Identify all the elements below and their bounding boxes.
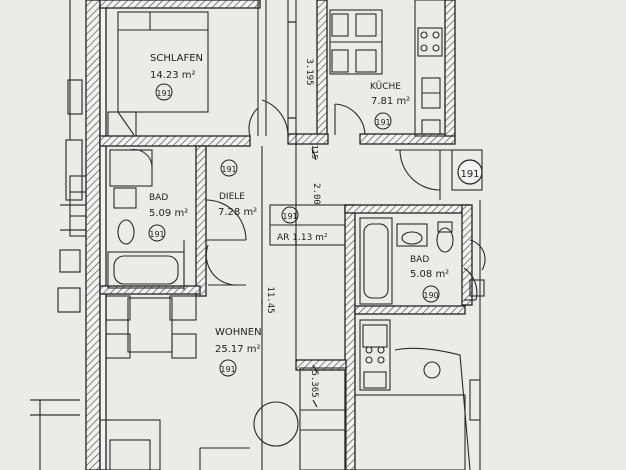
dimension-3195: 3.195: [304, 58, 314, 85]
wall-inner-left: [99, 0, 107, 470]
room-ar-name: AR 1.13 m²: [277, 233, 328, 243]
room-bad2-tag-circle: [422, 285, 440, 303]
stair-tag-circle: [457, 159, 483, 185]
room-ar-tag: 191: [282, 212, 297, 221]
wall-top-a: [99, 0, 261, 9]
plan-lines: [69, 0, 486, 470]
room-bad2-name: BAD: [410, 255, 429, 265]
wall-kitchen-bottom-b: [359, 133, 456, 145]
wall-bedroom-bottom: [99, 135, 251, 147]
room-schlafen-tag: 191: [156, 89, 171, 98]
room-schlafen-area: 14.23 m²: [150, 70, 196, 81]
stair-tag: 191: [460, 169, 479, 180]
dimension-ticks: [261, 21, 318, 408]
walls: [85, 0, 473, 470]
room-bad1-tag: 191: [149, 230, 164, 239]
room-diele-tag-circle: [220, 159, 238, 177]
room-bad1-tag-circle: [148, 224, 166, 242]
room-kuche-area: 7.81 m²: [371, 96, 410, 107]
wall-right-mid: [461, 204, 473, 306]
room-kuche-name: KÜCHE: [370, 81, 401, 92]
wall-bath1-right: [195, 145, 207, 297]
wall-bath1-bottom: [99, 285, 201, 295]
wall-bath2-bottom: [354, 305, 466, 315]
room-schlafen-tag-circle: [155, 83, 173, 101]
wall-outer-left: [85, 0, 101, 470]
room-ar-tag-circle: [281, 206, 299, 224]
dimension-5365: 5.365: [309, 370, 319, 397]
room-wohnen-tag-circle: [219, 359, 237, 377]
left-exterior: [30, 0, 90, 470]
dimension-1145: 11.45: [265, 286, 275, 313]
wall-kitchen-bottom-a: [287, 133, 329, 145]
room-bad1-name: BAD: [149, 193, 168, 203]
room-wohnen-name: WOHNEN: [215, 327, 262, 338]
room-wohnen-tag: 191: [220, 365, 235, 374]
room-kuche-tag-circle: [374, 112, 392, 130]
wall-right-top: [444, 0, 456, 137]
dimension-115: 115: [310, 145, 319, 160]
wall-kitchen-left: [316, 0, 328, 137]
room-diele-tag: 191: [221, 165, 236, 174]
room-kuche-tag: 191: [375, 118, 390, 127]
room-wohnen-area: 25.17 m²: [215, 344, 261, 355]
room-bad2-tag: 190: [423, 291, 438, 300]
room-schlafen-name: SCHLAFEN: [150, 53, 203, 64]
room-bad2-area: 5.08 m²: [410, 269, 449, 280]
dimension-200: 2.00: [311, 183, 321, 205]
wall-living-right-top: [295, 359, 347, 371]
wall-bath2-top: [344, 204, 471, 214]
room-diele-name: DIELE: [219, 192, 245, 202]
room-diele-area: 7.28 m²: [218, 207, 257, 218]
room-bad1-area: 5.09 m²: [149, 208, 188, 219]
